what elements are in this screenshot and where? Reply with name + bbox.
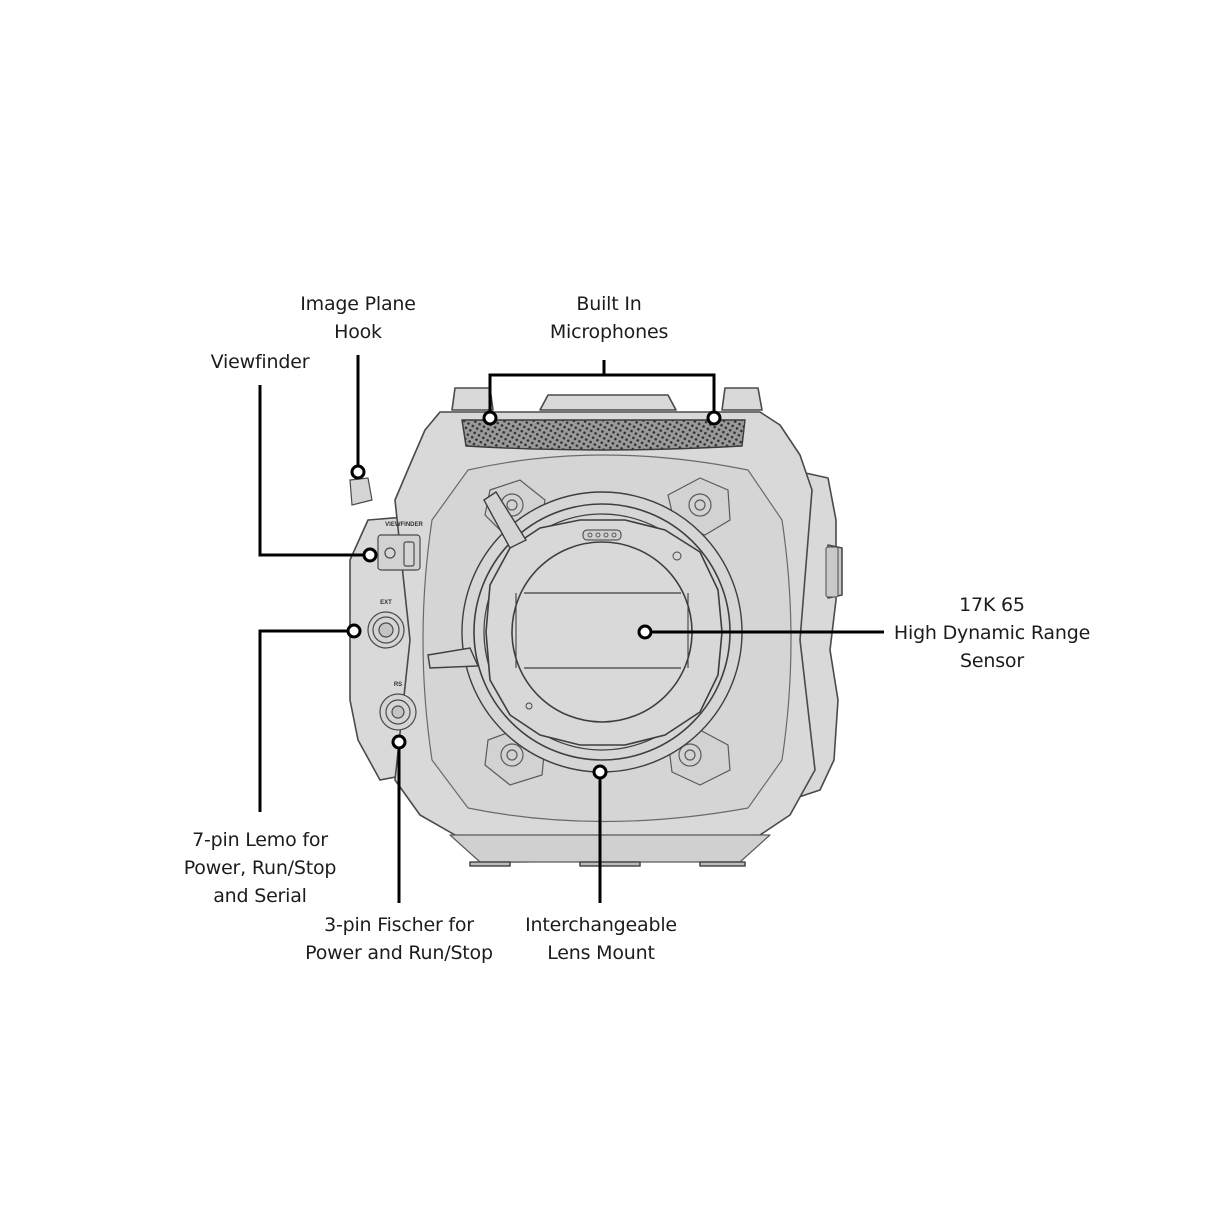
callout-lines [258, 355, 884, 903]
panel-label-viewfinder: VIEWFINDER [385, 522, 423, 528]
label-line: Power, Run/Stop [183, 857, 337, 879]
label-line: 3-pin Fischer for [324, 914, 474, 936]
label-line: Viewfinder [210, 351, 310, 373]
label-line: Lens Mount [547, 942, 655, 964]
marker-viewfinder [362, 547, 378, 563]
label-line: Power and Run/Stop [305, 942, 493, 964]
marker-mic-left [482, 410, 498, 426]
panel-label-ext: EXT [380, 600, 392, 606]
panel-label-rs: RS [394, 682, 402, 688]
marker-fischer [391, 734, 407, 750]
label-image-plane-hook: Image Plane Hook [298, 290, 418, 346]
label-built-in-microphones: Built In Microphones [539, 290, 679, 346]
label-lemo-7pin: 7-pin Lemo for Power, Run/Stop and Seria… [170, 826, 350, 910]
mount-levers [427, 491, 528, 669]
label-line: Built In [576, 293, 642, 315]
connector-panel [349, 477, 421, 731]
marker-mic-right [706, 410, 722, 426]
microphone-grille [461, 419, 746, 451]
label-line: Sensor [960, 650, 1024, 672]
label-line: High Dynamic Range [893, 622, 1091, 644]
marker-lemo [346, 623, 362, 639]
label-lens-mount: Interchangeable Lens Mount [515, 911, 687, 967]
label-line: Hook [334, 321, 382, 343]
label-line: 7-pin Lemo for [192, 829, 328, 851]
lens-mount [461, 491, 743, 773]
label-fischer-3pin: 3-pin Fischer for Power and Run/Stop [294, 911, 504, 967]
label-line: and Serial [213, 885, 307, 907]
label-line: Microphones [549, 321, 669, 343]
label-line: 17K 65 [959, 594, 1025, 616]
label-sensor: 17K 65 High Dynamic Range Sensor [887, 591, 1097, 675]
callout-markers [346, 410, 722, 780]
label-line: Image Plane [300, 293, 416, 315]
side-wheel [825, 546, 839, 598]
marker-hook [350, 464, 366, 480]
label-line: Interchangeable [525, 914, 677, 936]
label-viewfinder: Viewfinder [200, 348, 320, 376]
marker-sensor [637, 624, 653, 640]
marker-lens-mount [592, 764, 608, 780]
